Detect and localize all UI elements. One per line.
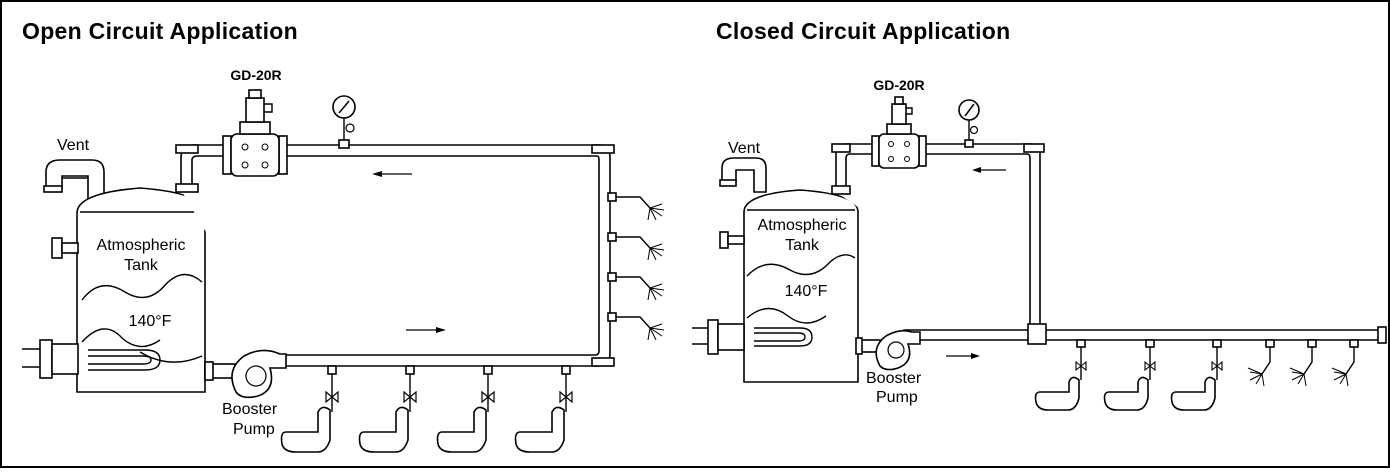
open-temperature-label: 140°F (129, 313, 172, 330)
open-circuit-diagram: Vent Atmospheric Tank 140°F (22, 67, 665, 453)
open-tank-side-flange (51, 237, 63, 259)
closed-spray-nozzle-2 (1289, 339, 1317, 387)
closed-tank-side-flange (719, 231, 729, 249)
closed-elbow-fitting (831, 143, 851, 153)
open-pressure-gauge-icon (332, 95, 356, 149)
closed-drop-1 (1034, 339, 1087, 411)
open-flow-arrow-right (406, 327, 446, 333)
closed-valve-label: GD-20R (873, 77, 924, 93)
open-spray-nozzle-2 (607, 232, 665, 261)
closed-spray-nozzle-1 (1247, 339, 1275, 387)
closed-atmospheric-tank (743, 189, 859, 383)
closed-pump-label-line2: Pump (876, 389, 918, 406)
closed-top-right-elbow (1023, 143, 1045, 153)
closed-loop-pipe-inner (845, 153, 1031, 332)
open-tank-label-line2: Tank (124, 257, 159, 274)
closed-tank-label-line2: Tank (785, 237, 820, 254)
open-valve-label: GD-20R (230, 67, 281, 83)
closed-tank-label-line1: Atmospheric (758, 217, 847, 234)
closed-heater-flange (707, 319, 719, 355)
closed-booster-pump (855, 329, 921, 371)
closed-vent-label: Vent (728, 140, 761, 157)
open-gd20r-valve (222, 89, 288, 177)
closed-header-end-cap (1377, 326, 1387, 344)
open-pump-label-line1: Booster (222, 401, 278, 418)
open-heater-flange (39, 339, 53, 379)
closed-flow-arrow-left (972, 167, 1006, 173)
open-top-right-elbow (591, 144, 615, 154)
open-circuit-title: Open Circuit Application (22, 18, 298, 44)
open-heater-element-inner (88, 355, 152, 365)
open-heater-terminals (22, 348, 40, 368)
closed-tank-water-surface (746, 254, 856, 277)
open-vent-label: Vent (57, 137, 90, 154)
open-tank-wave-2 (139, 351, 203, 363)
closed-tank-side-nozzle (727, 235, 745, 245)
open-drop-2 (358, 365, 417, 453)
closed-riser-flange (831, 185, 851, 195)
closed-heater-body (717, 323, 745, 351)
open-pump-label-line2: Pump (233, 421, 275, 438)
open-heater-body (51, 343, 79, 375)
open-spray-nozzle-1 (607, 192, 665, 221)
open-drop-1 (280, 365, 339, 453)
closed-drop-2 (1103, 339, 1156, 411)
closed-circuit-title: Closed Circuit Application (716, 18, 1010, 44)
closed-flow-arrow-right (946, 353, 980, 359)
open-tank-label-line1: Atmospheric (97, 237, 186, 254)
open-elbow-fitting (175, 144, 199, 154)
closed-heater-terminals (692, 327, 708, 345)
closed-main-header-pipe (903, 329, 1381, 341)
closed-gd20r-valve (871, 96, 927, 169)
open-booster-pump (204, 349, 287, 399)
closed-pressure-gauge-icon (958, 99, 980, 148)
open-vent-cap (43, 185, 63, 193)
open-flow-arrow-left (372, 171, 412, 177)
open-riser-flange (175, 183, 199, 193)
open-tank-water-surface (81, 273, 203, 301)
open-spray-nozzle-4 (607, 312, 665, 341)
closed-drop-3 (1170, 339, 1223, 411)
closed-temperature-label: 140°F (785, 283, 828, 300)
open-heater-element-outer (88, 349, 161, 371)
open-drop-4 (514, 365, 573, 453)
closed-heater-element-inner (754, 332, 806, 342)
open-tank-wave (81, 328, 161, 348)
open-tank-side-nozzle (61, 242, 79, 254)
closed-circuit-diagram: Vent Atmospheric Tank 140°F (692, 77, 1387, 411)
open-drop-3 (436, 365, 495, 453)
closed-vent-cap (719, 179, 737, 187)
closed-tank-wave (746, 307, 827, 324)
open-spray-nozzle-3 (607, 272, 665, 301)
open-bottom-right-elbow (591, 357, 615, 367)
closed-spray-nozzle-3 (1331, 339, 1359, 387)
open-main-loop-pipe-inner (191, 155, 600, 356)
closed-tee-fitting (1027, 323, 1047, 345)
closed-pump-label-line1: Booster (866, 370, 922, 387)
closed-vent-pipe (721, 157, 767, 193)
closed-heater-element-outer (754, 327, 813, 347)
